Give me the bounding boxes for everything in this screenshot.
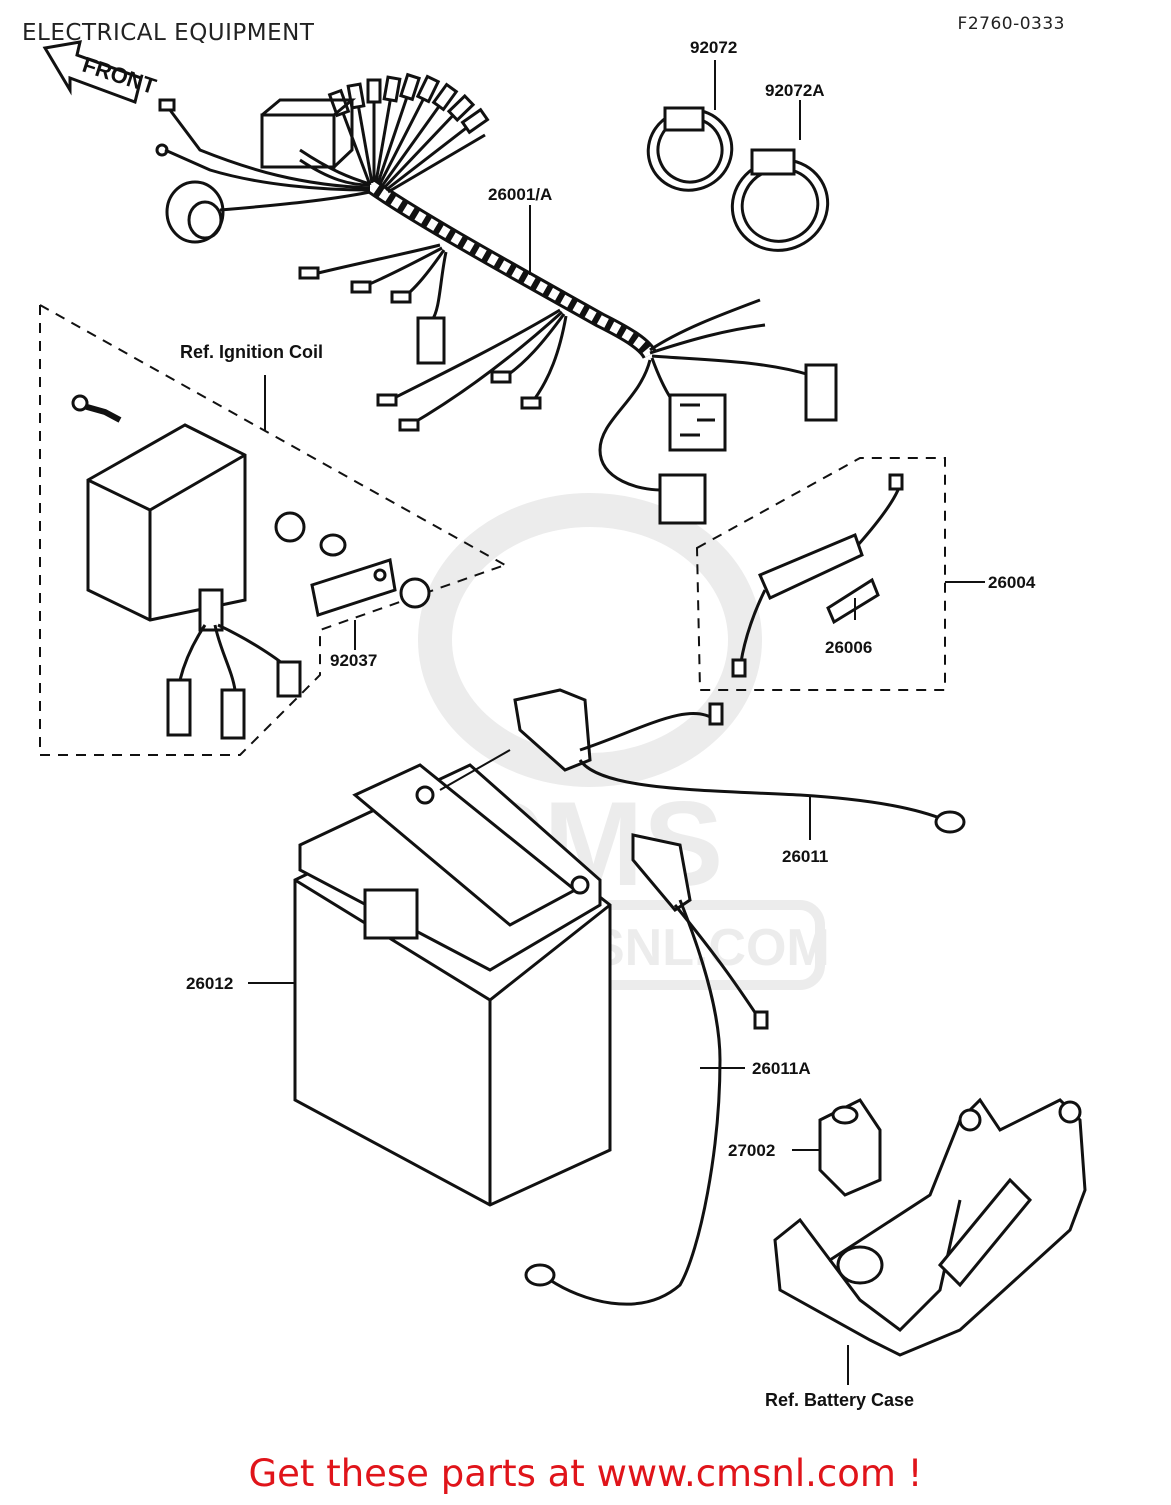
ignition-coil-drawing: [71, 394, 431, 740]
part-label-harness: 26001/A: [488, 185, 552, 204]
drawing-code: F2760-0333: [957, 14, 1065, 34]
footer-cta-link[interactable]: Get these parts at www.cmsnl.com !: [248, 1452, 923, 1495]
lead-negative-drawing: [524, 833, 769, 1306]
part-label-battery: 26012: [186, 974, 233, 993]
part-label-fuse-holder: 26004: [988, 573, 1036, 592]
part-label-collar: 92037: [330, 651, 377, 670]
part-label-band-2: 92072A: [765, 81, 825, 100]
ref-ignition-coil-label: Ref. Ignition Coil: [180, 342, 323, 362]
wiring-harness-drawing: [155, 72, 838, 525]
fuse-holder-group: [695, 457, 985, 691]
band-drawings: [646, 106, 830, 252]
part-label-lead-negative: 26011A: [752, 1059, 811, 1078]
label-leaders: [354, 60, 856, 650]
battery-case-drawing: [773, 1097, 1087, 1385]
fuse-holder-drawing: [731, 473, 904, 678]
front-arrow: FRONT: [42, 40, 160, 104]
part-label-band-1: 92072: [690, 38, 737, 57]
part-label-lead-positive: 26011: [782, 847, 828, 866]
part-label-relay: 27002: [728, 1141, 775, 1160]
lead-positive-drawing: [439, 688, 966, 840]
ref-battery-case-label: Ref. Battery Case: [765, 1390, 914, 1410]
part-label-fuse: 26006: [825, 638, 872, 657]
relay-drawing: [792, 1098, 882, 1197]
battery-drawing: [248, 763, 612, 1207]
page-title: ELECTRICAL EQUIPMENT: [22, 20, 315, 46]
ignition-coil-group: [39, 304, 506, 756]
